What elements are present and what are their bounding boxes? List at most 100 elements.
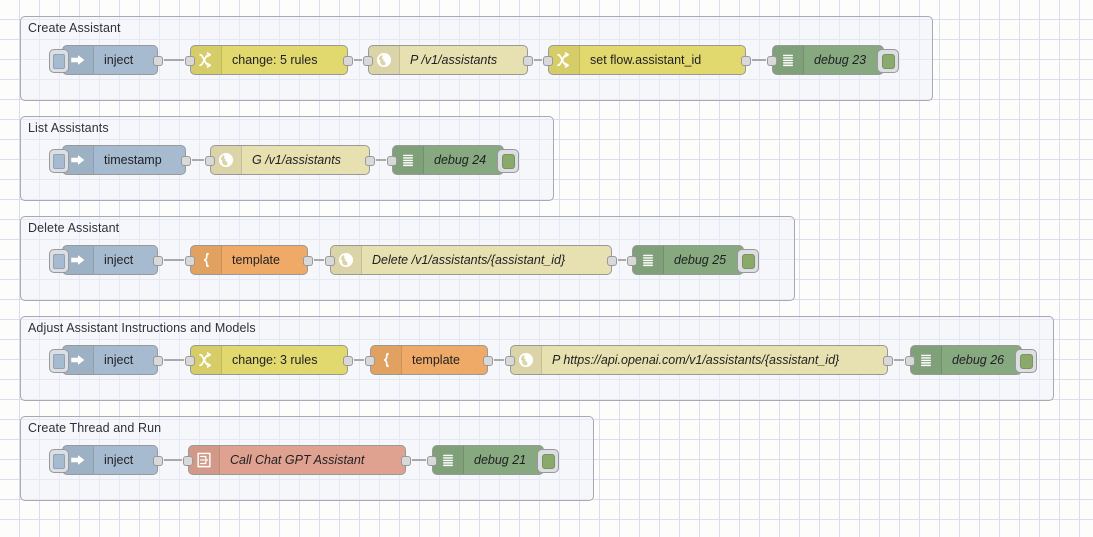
wire[interactable]: [164, 359, 184, 361]
input-port[interactable]: [427, 456, 437, 466]
node-inject-g4-inject[interactable]: inject: [49, 345, 163, 375]
node-inject-g3-inject[interactable]: inject: [49, 245, 163, 275]
node-inject-g5-inject[interactable]: inject: [49, 445, 163, 475]
wire[interactable]: [618, 259, 626, 261]
wire[interactable]: [314, 259, 324, 261]
debug-lines-icon: [773, 46, 804, 74]
output-port[interactable]: [365, 156, 375, 166]
wire[interactable]: [534, 59, 542, 61]
node-label: set flow.assistant_id: [590, 53, 702, 67]
node-http-g3-http[interactable]: Delete /v1/assistants/{assistant_id}: [325, 245, 617, 275]
debug-lines-icon: [393, 146, 424, 174]
input-port[interactable]: [363, 56, 373, 66]
input-port[interactable]: [325, 256, 335, 266]
input-port[interactable]: [185, 356, 195, 366]
input-port[interactable]: [183, 456, 193, 466]
debug-toggle-face: [541, 453, 555, 469]
output-port[interactable]: [303, 256, 313, 266]
globe-icon: [331, 246, 362, 274]
output-port[interactable]: [153, 456, 163, 466]
wire[interactable]: [164, 459, 182, 461]
node-label: Delete /v1/assistants/{assistant_id}: [372, 253, 566, 267]
inject-button-face: [53, 453, 65, 469]
output-port[interactable]: [153, 356, 163, 366]
inject-trigger-button[interactable]: [49, 449, 69, 473]
output-port[interactable]: [741, 56, 751, 66]
debug-toggle-button[interactable]: [737, 249, 759, 273]
input-port[interactable]: [627, 256, 637, 266]
input-port[interactable]: [767, 56, 777, 66]
debug-toggle-button[interactable]: [537, 449, 559, 473]
wire[interactable]: [752, 59, 766, 61]
node-change-g1-setflow[interactable]: set flow.assistant_id: [543, 45, 751, 75]
input-port[interactable]: [387, 156, 397, 166]
output-port[interactable]: [153, 56, 163, 66]
node-label: inject: [104, 353, 134, 367]
node-change-g1-change[interactable]: change: 5 rules: [185, 45, 353, 75]
debug-toggle-face: [1019, 353, 1033, 369]
group-label: List Assistants: [28, 121, 109, 135]
output-port[interactable]: [343, 356, 353, 366]
node-label: debug 25: [674, 253, 727, 267]
swap-arrows-icon: [549, 46, 580, 74]
output-port[interactable]: [181, 156, 191, 166]
debug-toggle-face: [741, 253, 755, 269]
input-port[interactable]: [543, 56, 553, 66]
inject-trigger-button[interactable]: [49, 349, 69, 373]
wire[interactable]: [494, 359, 504, 361]
group-label: Adjust Assistant Instructions and Models: [28, 321, 256, 335]
node-debug-g5-debug[interactable]: debug 21: [427, 445, 559, 475]
node-debug-g1-debug[interactable]: debug 23: [767, 45, 899, 75]
input-port[interactable]: [505, 356, 515, 366]
output-port[interactable]: [883, 356, 893, 366]
globe-icon: [511, 346, 542, 374]
node-http-g4-http[interactable]: P https://api.openai.com/v1/assistants/{…: [505, 345, 893, 375]
debug-toggle-button[interactable]: [877, 49, 899, 73]
inject-trigger-button[interactable]: [49, 149, 69, 173]
debug-lines-icon: [633, 246, 664, 274]
input-port[interactable]: [185, 256, 195, 266]
node-inject-g2-inject[interactable]: timestamp: [49, 145, 191, 175]
input-port[interactable]: [205, 156, 215, 166]
debug-toggle-button[interactable]: [497, 149, 519, 173]
node-debug-g4-debug[interactable]: debug 26: [905, 345, 1037, 375]
node-debug-g3-debug[interactable]: debug 25: [627, 245, 759, 275]
wire[interactable]: [412, 459, 426, 461]
node-label: inject: [104, 253, 134, 267]
output-port[interactable]: [401, 456, 411, 466]
debug-toggle-face: [501, 153, 515, 169]
subflow-icon: [189, 446, 220, 474]
node-label: template: [412, 353, 460, 367]
node-subflow-g5-subflow[interactable]: Call Chat GPT Assistant: [183, 445, 411, 475]
inject-trigger-button[interactable]: [49, 249, 69, 273]
wire[interactable]: [354, 359, 364, 361]
input-port[interactable]: [365, 356, 375, 366]
node-label: change: 3 rules: [232, 353, 318, 367]
node-label: debug 21: [474, 453, 527, 467]
output-port[interactable]: [607, 256, 617, 266]
node-debug-g2-debug[interactable]: debug 24: [387, 145, 519, 175]
wire[interactable]: [164, 259, 184, 261]
node-template-g4-template[interactable]: template: [365, 345, 493, 375]
output-port[interactable]: [153, 256, 163, 266]
wire[interactable]: [894, 359, 904, 361]
output-port[interactable]: [343, 56, 353, 66]
input-port[interactable]: [185, 56, 195, 66]
output-port[interactable]: [523, 56, 533, 66]
node-http-g2-http[interactable]: G /v1/assistants: [205, 145, 375, 175]
brace-icon: [371, 346, 402, 374]
debug-toggle-button[interactable]: [1015, 349, 1037, 373]
node-change-g4-change[interactable]: change: 3 rules: [185, 345, 353, 375]
node-http-g1-http[interactable]: P /v1/assistants: [363, 45, 533, 75]
inject-trigger-button[interactable]: [49, 49, 69, 73]
swap-arrows-icon: [191, 346, 222, 374]
node-template-g3-template[interactable]: template: [185, 245, 313, 275]
wire[interactable]: [192, 159, 204, 161]
wire[interactable]: [376, 159, 386, 161]
node-inject-g1-inject[interactable]: inject: [49, 45, 163, 75]
output-port[interactable]: [483, 356, 493, 366]
wire[interactable]: [164, 59, 184, 61]
wire[interactable]: [354, 59, 362, 61]
input-port[interactable]: [905, 356, 915, 366]
